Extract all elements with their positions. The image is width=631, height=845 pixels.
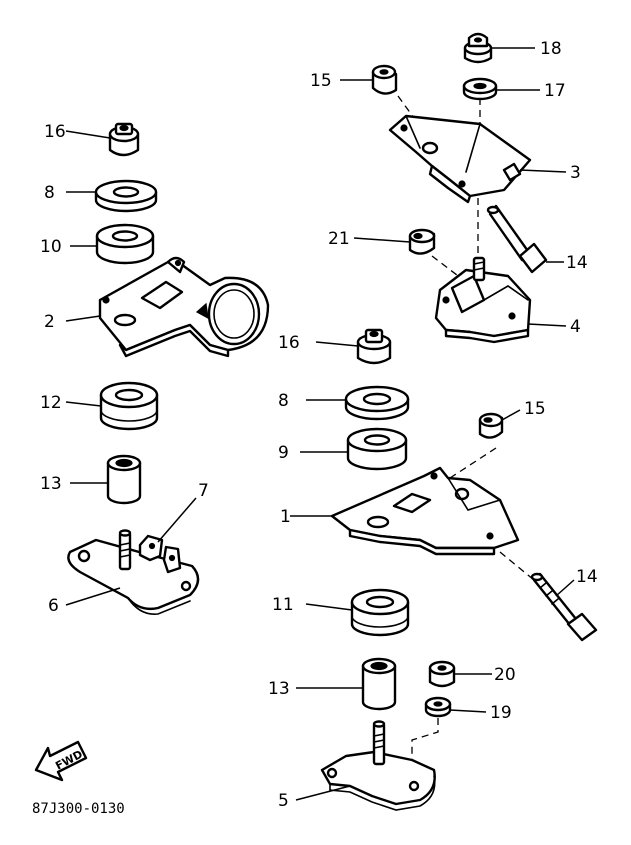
part-13-collar-right <box>361 657 397 711</box>
callout-19: 19 <box>490 703 512 723</box>
callout-16a: 16 <box>44 122 66 142</box>
drawing-code: 87J300-0130 <box>32 801 125 817</box>
leader-12 <box>65 401 102 407</box>
callout-1: 1 <box>280 507 291 527</box>
part-15-nut-top <box>371 64 398 95</box>
callout-10: 10 <box>40 237 62 257</box>
part-5-plate <box>320 720 436 811</box>
callout-2: 2 <box>44 312 55 332</box>
callout-9: 9 <box>278 443 289 463</box>
leader-6 <box>65 587 121 606</box>
leader-16a <box>65 130 111 139</box>
part-6-plate <box>67 529 200 615</box>
part-16-nut-right <box>356 328 392 365</box>
callout-15b: 15 <box>524 399 546 419</box>
callout-12: 12 <box>40 393 62 413</box>
callout-18: 18 <box>540 39 562 59</box>
leader-11 <box>305 603 353 611</box>
part-4-damper-mount <box>434 256 532 344</box>
leader-3 <box>519 169 567 173</box>
leader-19 <box>449 709 487 713</box>
callout-4: 4 <box>570 317 581 337</box>
part-9-rubber-bush <box>346 427 408 471</box>
callout-8b: 8 <box>278 391 289 411</box>
part-15-nut-middle <box>478 412 504 439</box>
callout-3: 3 <box>570 163 581 183</box>
callout-11: 11 <box>272 595 294 615</box>
leader-4 <box>527 323 567 327</box>
callout-21: 21 <box>328 229 350 249</box>
part-13-collar-left <box>106 454 142 505</box>
part-7-tab <box>138 534 182 574</box>
callout-6: 6 <box>48 596 59 616</box>
leader-2 <box>65 315 101 322</box>
part-16-nut-left <box>108 122 140 157</box>
leader-21 <box>353 237 411 243</box>
part-21-nut <box>408 228 436 255</box>
part-17-washer <box>462 77 498 101</box>
callout-8a: 8 <box>44 183 55 203</box>
callout-15a: 15 <box>310 71 332 91</box>
part-20-nut <box>428 660 456 688</box>
part-18-nut <box>463 32 493 64</box>
callout-14b: 14 <box>576 567 598 587</box>
part-12-rubber-bush <box>99 381 159 431</box>
leader-16b <box>315 341 359 347</box>
part-11-rubber-bush <box>350 588 410 637</box>
part-2-bracket <box>98 256 270 358</box>
align-line-15-1 <box>449 447 497 479</box>
callout-17: 17 <box>544 81 566 101</box>
part-8-washer-right <box>344 385 410 421</box>
callout-5: 5 <box>278 791 289 811</box>
part-8-washer-left <box>94 179 158 213</box>
callout-20: 20 <box>494 665 516 685</box>
part-1-bracket <box>330 466 520 556</box>
leader-15b <box>501 409 521 421</box>
part-19-washer <box>424 696 452 718</box>
align-line-1-14 <box>499 551 535 581</box>
leader-14b <box>555 579 575 597</box>
fwd-direction-arrow: FWD <box>34 740 88 782</box>
leader-7 <box>157 497 197 543</box>
part-3-bracket <box>388 114 532 204</box>
callout-13b: 13 <box>268 679 290 699</box>
part-14-bolt-upper <box>486 204 548 274</box>
callout-13a: 13 <box>40 474 62 494</box>
callout-7: 7 <box>198 481 209 501</box>
leader-5 <box>295 785 351 801</box>
part-10-rubber-bush <box>95 223 155 265</box>
align-line-19-5 <box>411 718 439 776</box>
part-14-bolt-lower <box>530 572 598 642</box>
callout-14a: 14 <box>566 253 588 273</box>
callout-16b: 16 <box>278 333 300 353</box>
